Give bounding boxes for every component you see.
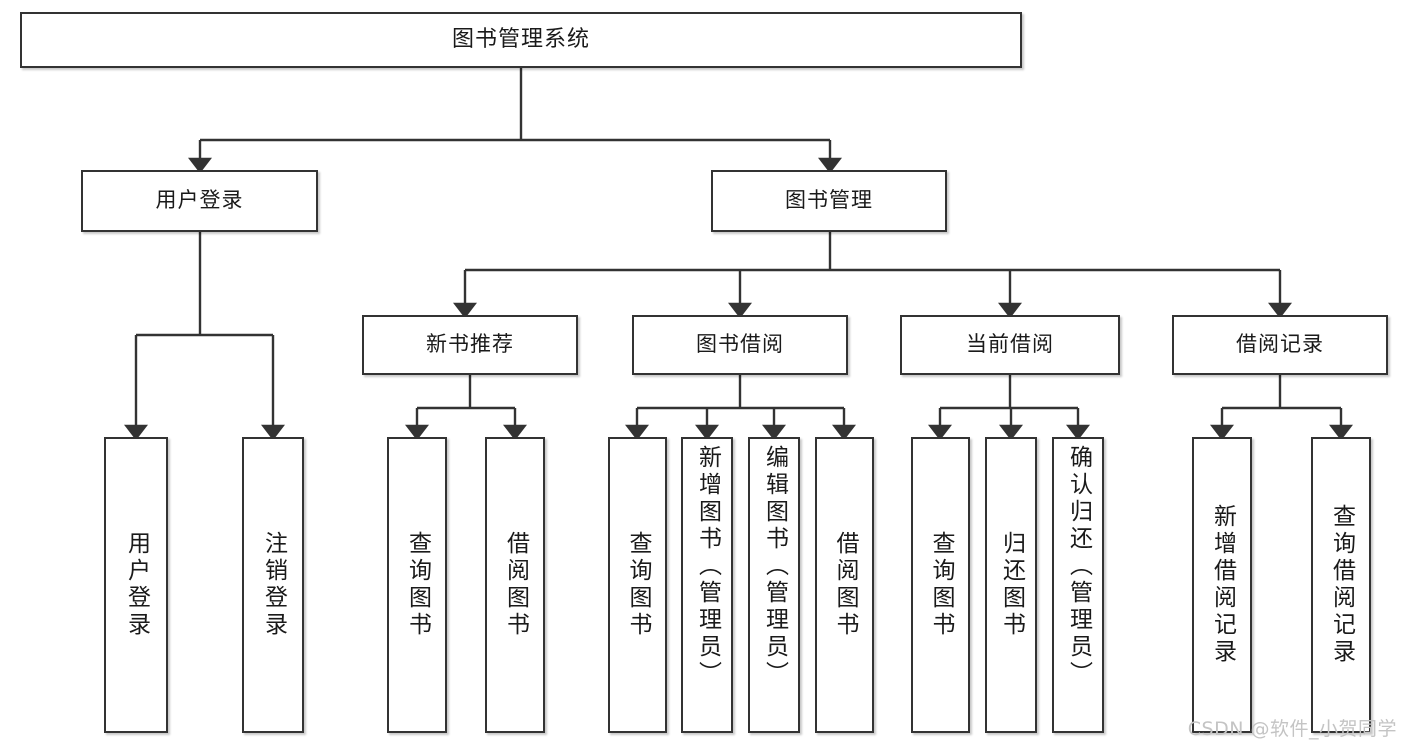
node-leaf-8[interactable]: 借阅图书 <box>815 437 874 733</box>
node-leaf-1[interactable]: 用户登录 <box>104 437 168 733</box>
node-label: 图书管理系统 <box>451 26 590 52</box>
node-label: 借阅图书 <box>502 531 529 639</box>
node-label: 用户登录 <box>123 531 150 639</box>
node-leaf-13[interactable]: 查询借阅记录 <box>1311 437 1371 733</box>
csdn-watermark: CSDN @软件_小贺同学 <box>1187 718 1397 740</box>
node-level3-2[interactable]: 图书借阅 <box>632 315 848 375</box>
node-leaf-10[interactable]: 归还图书 <box>985 437 1037 733</box>
node-leaf-11[interactable]: 确认归还（管理员） <box>1052 437 1104 733</box>
node-label: 查询图书 <box>928 531 954 639</box>
node-leaf-12[interactable]: 新增借阅记录 <box>1192 437 1252 733</box>
node-label: 图书借阅 <box>696 332 784 357</box>
node-label: 图书管理 <box>785 188 873 213</box>
node-root-system[interactable]: 图书管理系统 <box>20 12 1022 68</box>
node-level3-1[interactable]: 新书推荐 <box>362 315 578 375</box>
node-leaf-4[interactable]: 借阅图书 <box>485 437 545 733</box>
node-label: 用户登录 <box>155 188 244 213</box>
node-level2-2[interactable]: 图书管理 <box>711 170 947 232</box>
node-level3-4[interactable]: 借阅记录 <box>1172 315 1388 375</box>
node-leaf-3[interactable]: 查询图书 <box>387 437 447 733</box>
node-level2-1[interactable]: 用户登录 <box>81 170 318 232</box>
node-label: 编辑图书（管理员） <box>761 445 788 688</box>
node-label: 归还图书 <box>998 531 1025 639</box>
node-label: 当前借阅 <box>966 332 1054 357</box>
node-label: 新增图书（管理员） <box>694 445 721 688</box>
node-label: 查询借阅记录 <box>1328 504 1355 666</box>
node-label: 查询图书 <box>404 531 431 639</box>
node-leaf-6[interactable]: 新增图书（管理员） <box>681 437 733 733</box>
node-label: 新增借阅记录 <box>1209 504 1236 666</box>
node-label: 确认归还（管理员） <box>1065 445 1092 688</box>
node-label: 借阅图书 <box>832 531 858 639</box>
node-label: 注销登录 <box>260 531 287 639</box>
node-leaf-2[interactable]: 注销登录 <box>242 437 304 733</box>
node-leaf-9[interactable]: 查询图书 <box>911 437 970 733</box>
node-leaf-7[interactable]: 编辑图书（管理员） <box>748 437 800 733</box>
node-level3-3[interactable]: 当前借阅 <box>900 315 1120 375</box>
node-label: 新书推荐 <box>426 332 514 357</box>
node-leaf-5[interactable]: 查询图书 <box>608 437 667 733</box>
node-label: 查询图书 <box>625 531 651 639</box>
node-label: 借阅记录 <box>1236 332 1324 357</box>
